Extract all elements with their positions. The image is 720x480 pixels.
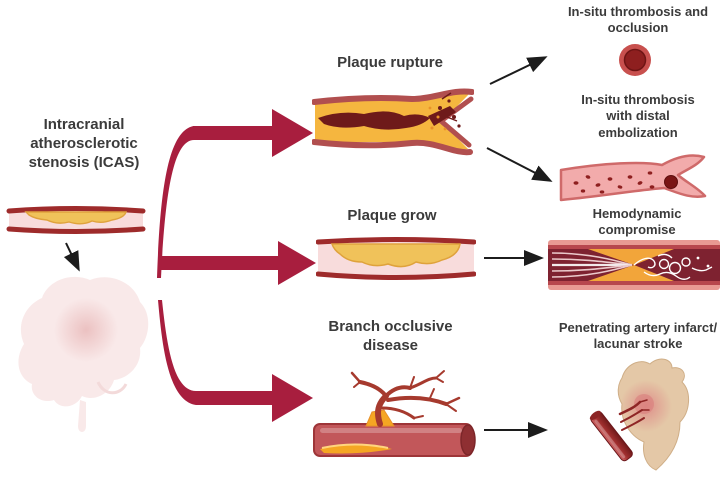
outcome-label-occlusion: In-situ thrombosis and occlusion bbox=[567, 4, 709, 36]
outcome-label-embolization: In-situ thrombosis with distal embolizat… bbox=[581, 92, 695, 140]
outcome-label-hemodynamic: Hemodynamic compromise bbox=[592, 206, 682, 238]
growing-plaque-artery-icon bbox=[316, 237, 476, 280]
mechanism-label-plaque-grow: Plaque grow bbox=[347, 207, 437, 224]
stenotic-flow-artery-icon bbox=[548, 240, 720, 290]
stenosed-artery-icon bbox=[6, 206, 146, 234]
mechanism-label-plaque-rupture: Plaque rupture bbox=[337, 54, 443, 71]
brainstem-infarct-icon bbox=[589, 358, 689, 471]
branch-occlusion-artery-icon bbox=[313, 370, 476, 457]
branch-flow-arrows-icon bbox=[157, 109, 316, 422]
occluded-vessel-icon bbox=[619, 44, 651, 76]
mechanism-label-branch-occlusive: Branch occlusive disease bbox=[328, 318, 453, 354]
source-title: Intracranial atherosclerotic stenosis (I… bbox=[28, 116, 140, 171]
outcome-label-lacunar: Penetrating artery infarct/ lacunar stro… bbox=[558, 320, 718, 352]
brain-icon bbox=[18, 276, 149, 432]
embolized-artery-icon bbox=[559, 154, 707, 202]
ruptured-plaque-artery-icon bbox=[312, 88, 474, 156]
